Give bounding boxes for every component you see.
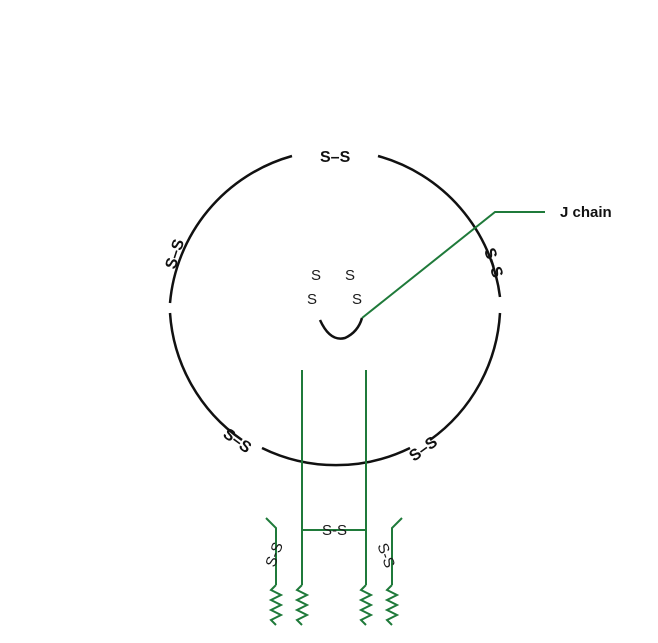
variable-domain bbox=[358, 584, 374, 626]
ring-bond-top: S–S bbox=[320, 149, 351, 166]
monomer-1: S-S S-S S-S bbox=[262, 370, 403, 626]
variable-domain bbox=[384, 584, 400, 626]
monomers: S-S S-S S-S bbox=[262, 370, 403, 626]
j-chain-label: J chain bbox=[560, 204, 612, 221]
ring-bond-bottom-right: S–S bbox=[406, 434, 441, 466]
light-chain bbox=[265, 517, 277, 585]
chain-bond-label: S-S bbox=[322, 522, 347, 539]
central-ring bbox=[168, 154, 502, 467]
variable-domain bbox=[294, 584, 310, 626]
j-bond-right-lower: S bbox=[352, 291, 362, 308]
ring-bond-right: S–S bbox=[480, 246, 506, 280]
ring-bond-left: S–S bbox=[163, 237, 189, 271]
chain-bond-label: S-S bbox=[262, 540, 287, 569]
j-chain-pointer bbox=[361, 211, 545, 319]
j-bond-right-upper: S bbox=[345, 267, 355, 284]
light-chain bbox=[391, 517, 403, 585]
j-bond-left-upper: S bbox=[311, 267, 321, 284]
j-bond-left-lower: S bbox=[307, 291, 317, 308]
j-chain-loop bbox=[318, 317, 364, 340]
variable-domain bbox=[268, 584, 284, 626]
j-chain: J chain S S S S bbox=[307, 204, 612, 340]
ring-arc bbox=[168, 154, 502, 467]
chain-bond-label: S-S bbox=[373, 541, 398, 570]
ring-bond-bottom-left: S–S bbox=[220, 425, 255, 457]
